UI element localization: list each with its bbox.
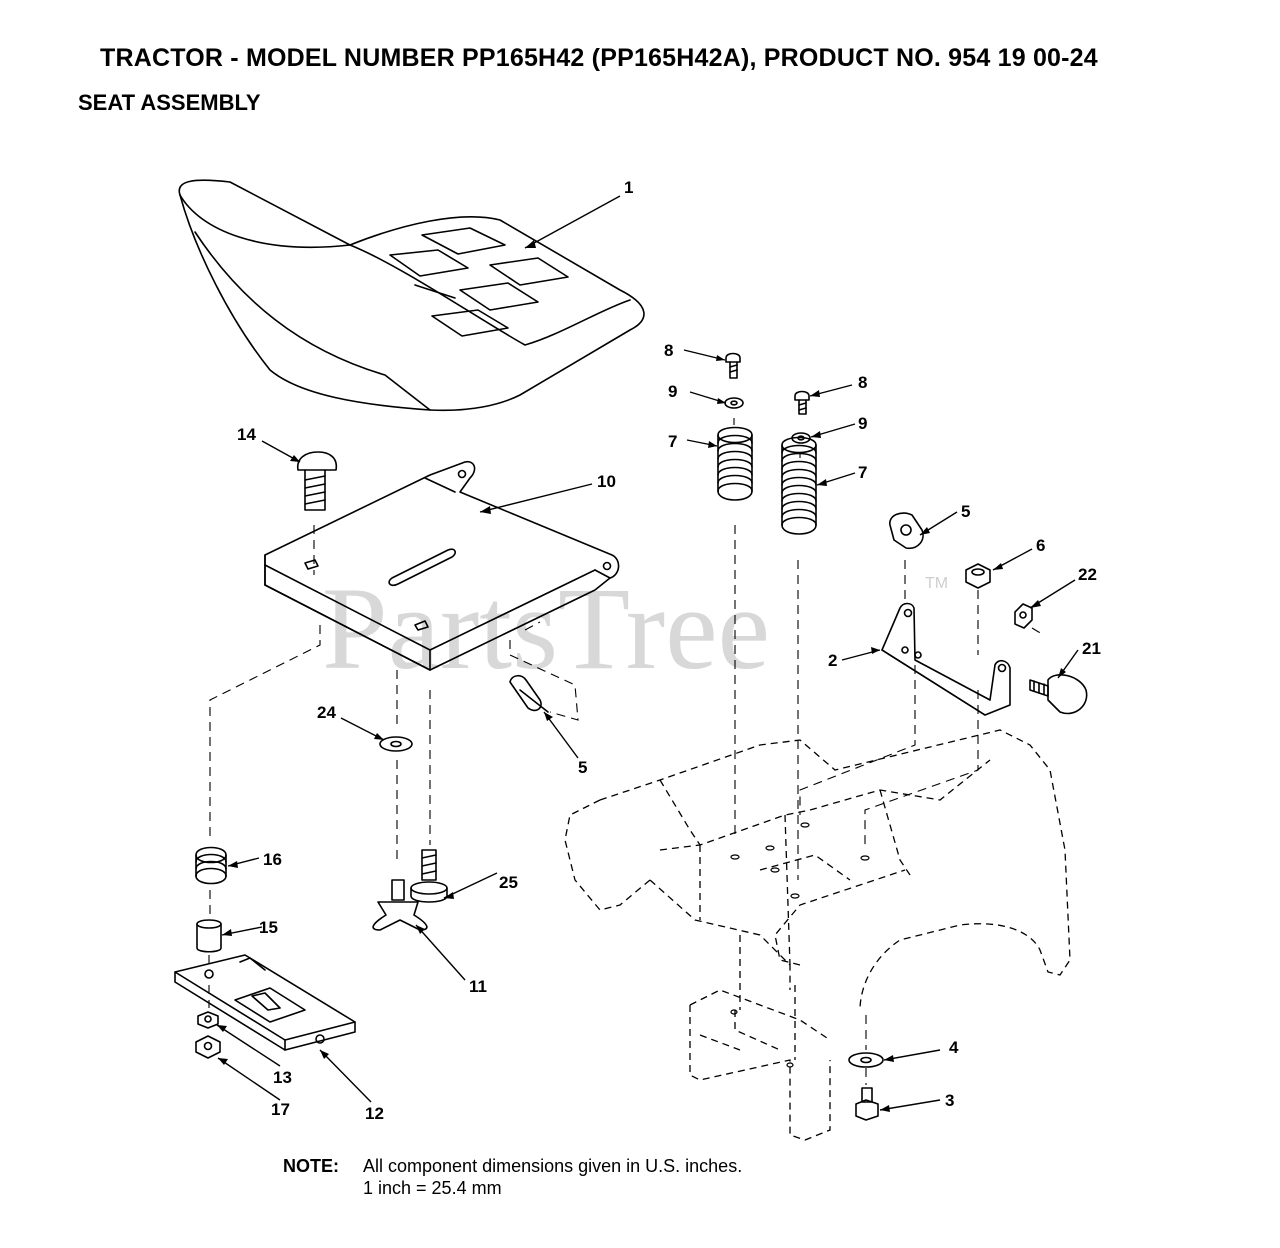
nut-part-22 (1014, 603, 1033, 629)
seat-pan-part (264, 460, 620, 671)
knob-part (372, 879, 428, 931)
watermark-tm: TM (925, 575, 948, 592)
callout-2: 2 (828, 651, 837, 670)
dimension-note: NOTE: All component dimensions given in U… (283, 1155, 742, 1199)
note-line-2: 1 inch = 25.4 mm (363, 1178, 502, 1198)
slide-bracket-part (174, 954, 356, 1051)
spring-part-16 (195, 846, 227, 885)
callout-4: 4 (949, 1038, 959, 1057)
callout-7-left: 7 (668, 432, 677, 451)
callout-8-right: 8 (858, 373, 867, 392)
clip-part-5-left (509, 674, 549, 713)
bolt-part-8-right (794, 390, 810, 415)
washer-part-24 (379, 736, 413, 752)
seat-part (178, 179, 645, 412)
bolt-part-3 (855, 1087, 879, 1121)
callout-9-right: 9 (858, 414, 867, 433)
note-label: NOTE: (283, 1156, 339, 1176)
callout-6: 6 (1036, 536, 1045, 555)
washer-part-9-left (724, 397, 744, 409)
shoulder-bolt-part (410, 849, 448, 903)
chassis-holes (730, 822, 870, 1068)
callout-5-left: 5 (578, 758, 587, 777)
callout-1: 1 (624, 178, 633, 197)
callout-14: 14 (237, 425, 256, 444)
note-line-1: All component dimensions given in U.S. i… (363, 1156, 743, 1176)
carriage-bolt-part (296, 451, 338, 511)
callout-17: 17 (271, 1100, 290, 1119)
nut-part-6 (965, 563, 991, 589)
callout-16: 16 (263, 850, 282, 869)
assembly-centerlines (208, 418, 1043, 1085)
callout-25: 25 (499, 873, 518, 892)
spring-part-7-right (781, 436, 817, 535)
callout-3: 3 (945, 1091, 954, 1110)
callout-7-right: 7 (858, 463, 867, 482)
clip-part-5-right (889, 512, 924, 550)
washer-part-4 (848, 1052, 884, 1068)
knob-bolt-part-21 (1029, 674, 1088, 715)
callout-9-left: 9 (668, 382, 677, 401)
nut-part-13 (197, 1011, 219, 1029)
callout-13: 13 (273, 1068, 292, 1087)
leader-lines (216, 195, 1079, 1111)
spring-part-7-left (717, 426, 753, 501)
callout-12: 12 (365, 1104, 384, 1123)
nut-part-17 (195, 1035, 221, 1059)
callout-15: 15 (259, 918, 278, 937)
leader-arrows (217, 240, 1066, 1112)
bolt-part-8-left (725, 352, 741, 379)
chassis-outline (564, 729, 1071, 1141)
page-title: TRACTOR - MODEL NUMBER PP165H42 (PP165H4… (100, 44, 1098, 72)
callout-22: 22 (1078, 565, 1097, 584)
callout-21: 21 (1082, 639, 1101, 658)
assembly-title: SEAT ASSEMBLY (78, 90, 261, 115)
callout-5-right: 5 (961, 502, 970, 521)
callout-8-left: 8 (664, 341, 673, 360)
callout-24: 24 (317, 703, 336, 722)
callout-10: 10 (597, 472, 616, 491)
spacer-part (196, 919, 222, 953)
bracket-part-2 (881, 602, 1011, 716)
callout-labels: 1 14 10 8 9 7 8 9 7 5 6 22 21 2 24 5 16 … (237, 178, 1101, 1123)
callout-11: 11 (469, 977, 487, 996)
